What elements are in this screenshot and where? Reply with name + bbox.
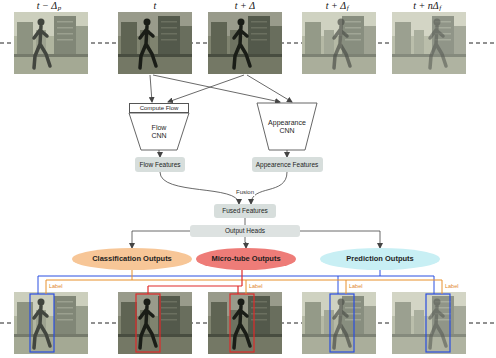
video-frame bbox=[14, 12, 88, 74]
prediction-leader bbox=[38, 270, 434, 294]
connector bbox=[251, 172, 287, 204]
node-text: Appearence Features bbox=[256, 161, 319, 168]
connector bbox=[159, 150, 160, 157]
node-text: Micro-tube Outputs bbox=[211, 255, 280, 263]
time-label: t − Δ bbox=[37, 0, 57, 11]
node-text: Output Heads bbox=[225, 227, 265, 234]
video-frame bbox=[208, 12, 282, 74]
time-label: t + Δ bbox=[326, 0, 346, 11]
input-arrow bbox=[168, 75, 244, 102]
video-frame bbox=[302, 292, 376, 354]
connector bbox=[287, 150, 288, 157]
label-tag: Label bbox=[445, 283, 458, 289]
video-frame bbox=[392, 292, 466, 354]
connector bbox=[245, 237, 246, 248]
video-frame bbox=[392, 12, 466, 74]
node-text: Fused Features bbox=[222, 207, 268, 214]
connector bbox=[132, 231, 190, 248]
connector bbox=[245, 218, 246, 225]
node-text: Compute Flow bbox=[140, 105, 179, 112]
fusion-label: Fusion bbox=[235, 189, 255, 196]
cnn-outline-shape bbox=[257, 103, 317, 150]
microtube-leader bbox=[148, 270, 242, 294]
time-subscript: p bbox=[58, 5, 62, 13]
node-text: Prediction Outputs bbox=[346, 255, 414, 263]
time-label: t bbox=[154, 0, 157, 11]
output-oval: Prediction Outputs bbox=[320, 248, 440, 270]
feature-box: Appearence Features bbox=[252, 157, 323, 172]
video-frame bbox=[14, 292, 88, 354]
time-label: t + nΔ bbox=[413, 0, 438, 11]
input-arrow bbox=[153, 75, 280, 102]
video-frame bbox=[118, 12, 192, 74]
video-frame bbox=[208, 292, 282, 354]
feature-box: Flow Features bbox=[135, 157, 184, 172]
video-frame bbox=[118, 292, 192, 354]
time-subscript: f bbox=[439, 5, 441, 13]
input-arrow bbox=[247, 75, 292, 102]
cnn-trapezoid: Flow CNN bbox=[129, 113, 189, 150]
label-tag: Label bbox=[49, 283, 62, 289]
node-text: Flow Features bbox=[139, 161, 180, 168]
output-band: Output Heads bbox=[190, 225, 300, 237]
cnn-trapezoid: Appearance CNN bbox=[257, 103, 317, 150]
label-tag: Label bbox=[249, 283, 262, 289]
time-label: t + Δ bbox=[235, 0, 255, 11]
feature-box: Fused Features bbox=[214, 204, 276, 218]
output-oval: Classification Outputs bbox=[72, 248, 192, 270]
connector bbox=[300, 231, 380, 248]
time-subscript: f bbox=[347, 5, 349, 13]
output-oval: Micro-tube Outputs bbox=[196, 248, 296, 270]
label-tag: Label bbox=[349, 283, 362, 289]
connector bbox=[160, 172, 239, 204]
classification-leader bbox=[46, 270, 442, 294]
node-text: Appearance CNN bbox=[264, 119, 310, 134]
node-text: Classification Outputs bbox=[92, 255, 172, 263]
node-text: Flow CNN bbox=[146, 124, 172, 139]
process-box: Compute Flow bbox=[129, 103, 189, 113]
cnn-outline-shape bbox=[129, 113, 189, 150]
video-frame bbox=[302, 12, 376, 74]
input-arrow bbox=[150, 75, 152, 102]
